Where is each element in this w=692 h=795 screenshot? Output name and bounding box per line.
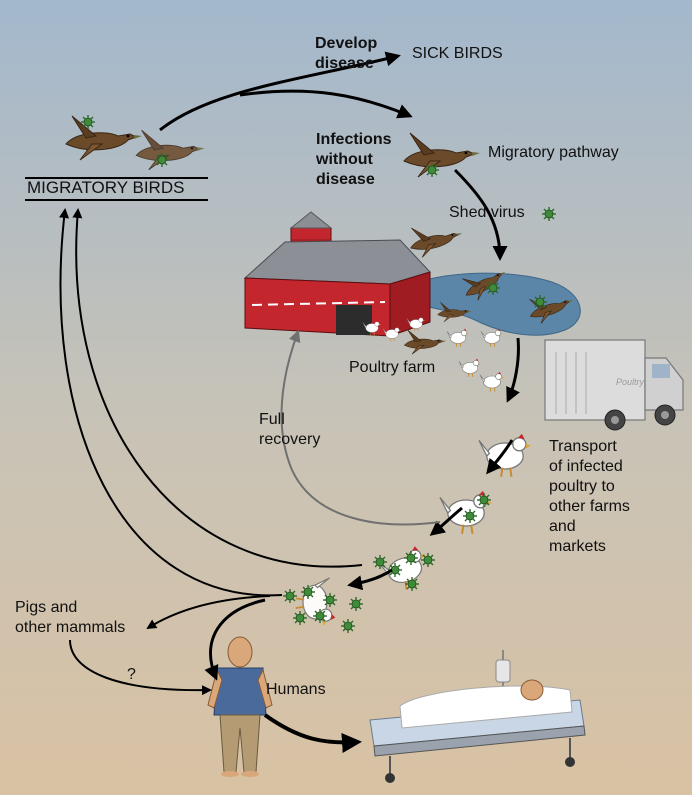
migratory-pathway-label: Migratory pathway <box>488 144 619 161</box>
arrow-to-infections <box>239 89 413 119</box>
arrow-to-mammals <box>146 595 271 630</box>
arrow-chicken-2-to-3 <box>429 506 463 536</box>
shed-virus-label: Shed virus <box>449 204 525 221</box>
arrow-pond-to-chickens <box>506 337 520 403</box>
arrow-to-sick-birds <box>159 51 401 132</box>
truck-icon <box>544 339 684 431</box>
truck-brand-label: Poultry <box>616 377 645 387</box>
barn-icon <box>243 239 431 337</box>
transmission-arrows <box>59 51 520 753</box>
question-mark-label: ? <box>127 666 136 683</box>
arrow-migratory-to-pond <box>453 168 508 261</box>
arrow-to-humans <box>204 598 266 681</box>
arrow-chicken-3-to-4 <box>347 568 393 591</box>
infections-without-disease-label: Infections without disease <box>316 131 392 188</box>
arrow-chicken-1-to-2 <box>486 439 514 475</box>
arrow-full-recovery <box>280 329 441 526</box>
virus-icon <box>541 206 557 222</box>
arrow-mammals-to-humans <box>69 639 212 696</box>
humans-label: Humans <box>266 681 326 698</box>
arrow-back-to-migratory-1 <box>72 208 363 568</box>
hospital-bed-icon <box>369 650 586 783</box>
migratory-birds-label: MIGRATORY BIRDS <box>27 178 185 197</box>
develop-disease-label: Develop disease <box>315 35 378 72</box>
sick-birds-label: SICK BIRDS <box>412 45 503 62</box>
arrow-back-to-migratory-2 <box>59 208 283 597</box>
full-recovery-label: Full recovery <box>259 411 321 448</box>
transport-label: Transport of infected poultry to other f… <box>549 438 630 555</box>
arrow-humans-to-hospital <box>263 713 362 753</box>
poultry-farm-label: Poultry farm <box>349 359 436 376</box>
pigs-mammals-label: Pigs and other mammals <box>15 599 126 636</box>
